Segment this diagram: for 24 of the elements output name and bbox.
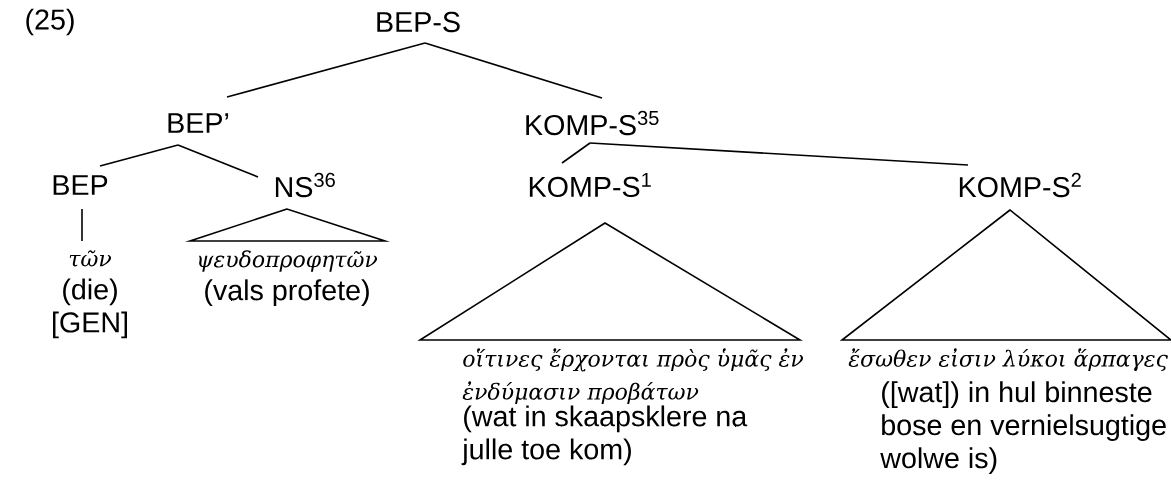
branch-line [226,42,426,98]
greek-text: ἔσωθεν εἰσιν λύκοι ἅρπαγες [848,348,1168,372]
greek-word: ψευδοπροφητῶν [199,250,378,272]
category-label: BEP [53,175,108,195]
branch-line [99,144,179,167]
translation-text: (die) [63,278,117,306]
translation-text: (vals profete) [205,279,369,307]
translation-text: ([wat]) in hul binneste bose en vernielsugtige wolwe is) [880,381,1166,474]
category-label: KOMP-S$^{35}$ [526,110,659,136]
category-label: KOMP-S$^{2}$ [959,172,1081,198]
branch-line [424,42,603,99]
case-label: [GEN] [53,311,127,339]
example-number: (25) [26,8,74,36]
branch-line [177,144,259,178]
branch-line [81,208,83,242]
category-label: BEP-S [377,11,460,33]
greek-word: τῶν [69,250,111,267]
branch-line [589,142,969,166]
category-label: NS$^{36}$ [275,172,335,198]
category-label: BEP’ [168,113,229,133]
translation-text: (wat in skaapsklere na julle toe kom) [461,405,748,466]
greek-text: οἵτινες ἔρχονται πρὸς ὑμᾶς ἐν ἐνδύμασιν προβάτων [462,348,804,405]
branch-line [561,142,591,164]
category-label: KOMP-S$^{1}$ [529,172,651,198]
